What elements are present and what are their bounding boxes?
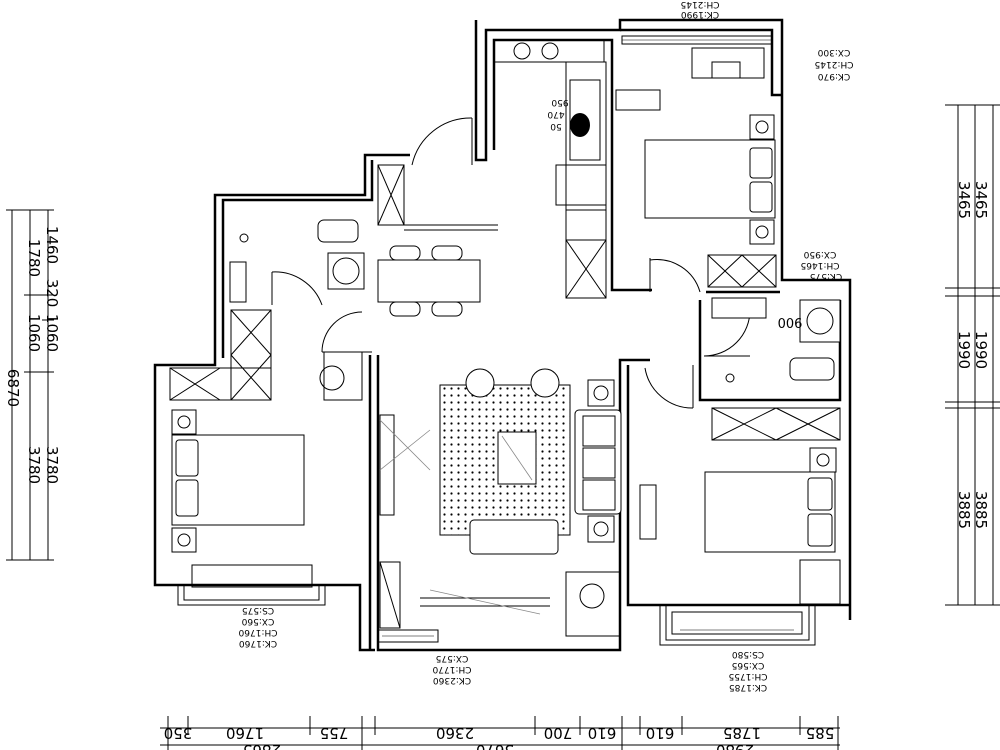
left-dim-1060b: 1060 <box>43 314 61 352</box>
cw-anno-ck: CK:2360 <box>433 675 471 685</box>
rw-anno-ch: CH:1755 <box>729 671 768 681</box>
left-dim-3780a: 3780 <box>25 446 43 484</box>
bottom-dim-2360: 2360 <box>436 724 474 742</box>
nightstand-left-bottom <box>171 527 197 553</box>
bath-anno-cx: CX:950 <box>803 249 836 259</box>
left-bathroom <box>229 219 365 303</box>
sink-right <box>799 299 841 343</box>
left-window-annotation: CS:575 CX:560 CH:1760 CK:1760 <box>238 605 277 648</box>
lw-anno-ck: CK:1760 <box>239 638 277 648</box>
right-dim-1990b: 1990 <box>972 331 990 369</box>
bath-anno-ck: CK:575 <box>810 271 842 281</box>
left-window <box>177 564 326 606</box>
toilet-right <box>789 357 835 381</box>
left-dim-1060a: 1060 <box>25 314 43 352</box>
bottom-dim-755: 755 <box>320 724 349 742</box>
lw-anno-ch: CH:1760 <box>238 627 277 637</box>
cw-anno-ch: CH:1770 <box>432 664 471 674</box>
sink-left <box>327 252 365 290</box>
kitchen-anno-470: 470 <box>547 109 564 119</box>
bottom-dim-2980: 2980 <box>716 741 754 750</box>
wardrobe-left <box>323 351 363 401</box>
tr-anno-ch: CH:2145 <box>815 59 854 69</box>
right-dim-1990a: 1990 <box>955 331 973 369</box>
bottom-dim-1785: 1785 <box>723 724 761 742</box>
living-room <box>379 368 622 637</box>
toilet-left <box>317 219 359 243</box>
top-annotation: CH:2145 CK:1990 <box>681 0 720 19</box>
bottom-dimension-lines <box>160 716 840 750</box>
top-anno-ch: CH:2145 <box>681 0 720 9</box>
lw-anno-cx: CX:560 <box>241 616 274 626</box>
bottom-dim-1760: 1760 <box>226 724 264 742</box>
left-bedroom <box>169 309 363 553</box>
top-window <box>621 35 773 45</box>
left-dim-1460: 1460 <box>43 226 61 264</box>
bath-anno-ch: CH:1465 <box>801 260 840 270</box>
washer <box>565 571 621 637</box>
shower-right <box>711 297 767 319</box>
bottom-dim-610a: 610 <box>588 724 617 742</box>
rw-anno-cx: CX:565 <box>732 660 765 670</box>
left-total-text: 6870 <box>4 369 22 407</box>
kitchen-annotation: 950 470 50 <box>547 97 568 131</box>
tr-anno-ck: CK:970 <box>818 71 851 81</box>
left-dim-320: 320 <box>43 279 61 308</box>
right-window <box>659 605 816 646</box>
cw-anno-cx: CX:575 <box>436 653 469 663</box>
lw-anno-cs: CS:575 <box>242 605 274 615</box>
desk-right <box>799 559 841 605</box>
right-dim-3885a: 3885 <box>955 491 973 529</box>
right-dim-3465b: 3465 <box>972 181 990 219</box>
center-window <box>377 629 439 643</box>
tr-anno-cx: CX:300 <box>817 47 850 57</box>
left-dim-1780: 1780 <box>25 239 43 277</box>
left-dimension-lines <box>6 209 54 561</box>
nightstand-left-top <box>171 409 197 435</box>
right-dimension-lines <box>945 104 1000 606</box>
dining-area <box>377 164 498 317</box>
right-dim-3885b: 3885 <box>972 491 990 529</box>
bath-width-900: 900 <box>778 314 803 329</box>
left-dim-3780b: 3780 <box>43 446 61 484</box>
bottom-dim-350: 350 <box>164 724 193 742</box>
right-dim-3465a: 3465 <box>955 181 973 219</box>
rw-anno-cs: CS:580 <box>732 649 764 659</box>
bottom-dim-585: 585 <box>806 724 835 742</box>
kitchen-anno-50: 50 <box>550 121 562 131</box>
dining-table <box>377 259 481 303</box>
left-total-dim: 6870 <box>4 369 22 407</box>
kitchen-anno-950: 950 <box>551 97 568 107</box>
kitchen-counter <box>493 39 661 299</box>
bottom-dim-3670: 3670 <box>476 741 514 750</box>
bottom-dim-2865: 2865 <box>243 741 281 750</box>
right-bedroom <box>639 407 841 605</box>
wardrobe-top-right <box>707 254 777 288</box>
right-bathroom <box>711 297 841 383</box>
bottom-dim-610b: 610 <box>646 724 675 742</box>
top-anno-ck: CK:1990 <box>681 9 719 19</box>
desk-top <box>691 47 765 79</box>
walls <box>153 18 852 652</box>
center-window-annotation: CX:575 CH:1770 CK:2360 <box>432 653 471 685</box>
armchair-bottom <box>469 519 559 555</box>
top-right-annotation: CX:300 CH:2145 CK:970 <box>815 47 854 81</box>
top-right-bedroom <box>644 47 777 288</box>
wardrobe-right <box>711 407 841 441</box>
right-window-annotation: CS:580 CX:565 CH:1755 CK:1785 <box>729 649 768 692</box>
bath-annotation: CX:950 CH:1465 CK:575 <box>801 249 843 281</box>
rw-anno-ck: CK:1785 <box>729 682 767 692</box>
bottom-dim-700: 700 <box>544 724 573 742</box>
